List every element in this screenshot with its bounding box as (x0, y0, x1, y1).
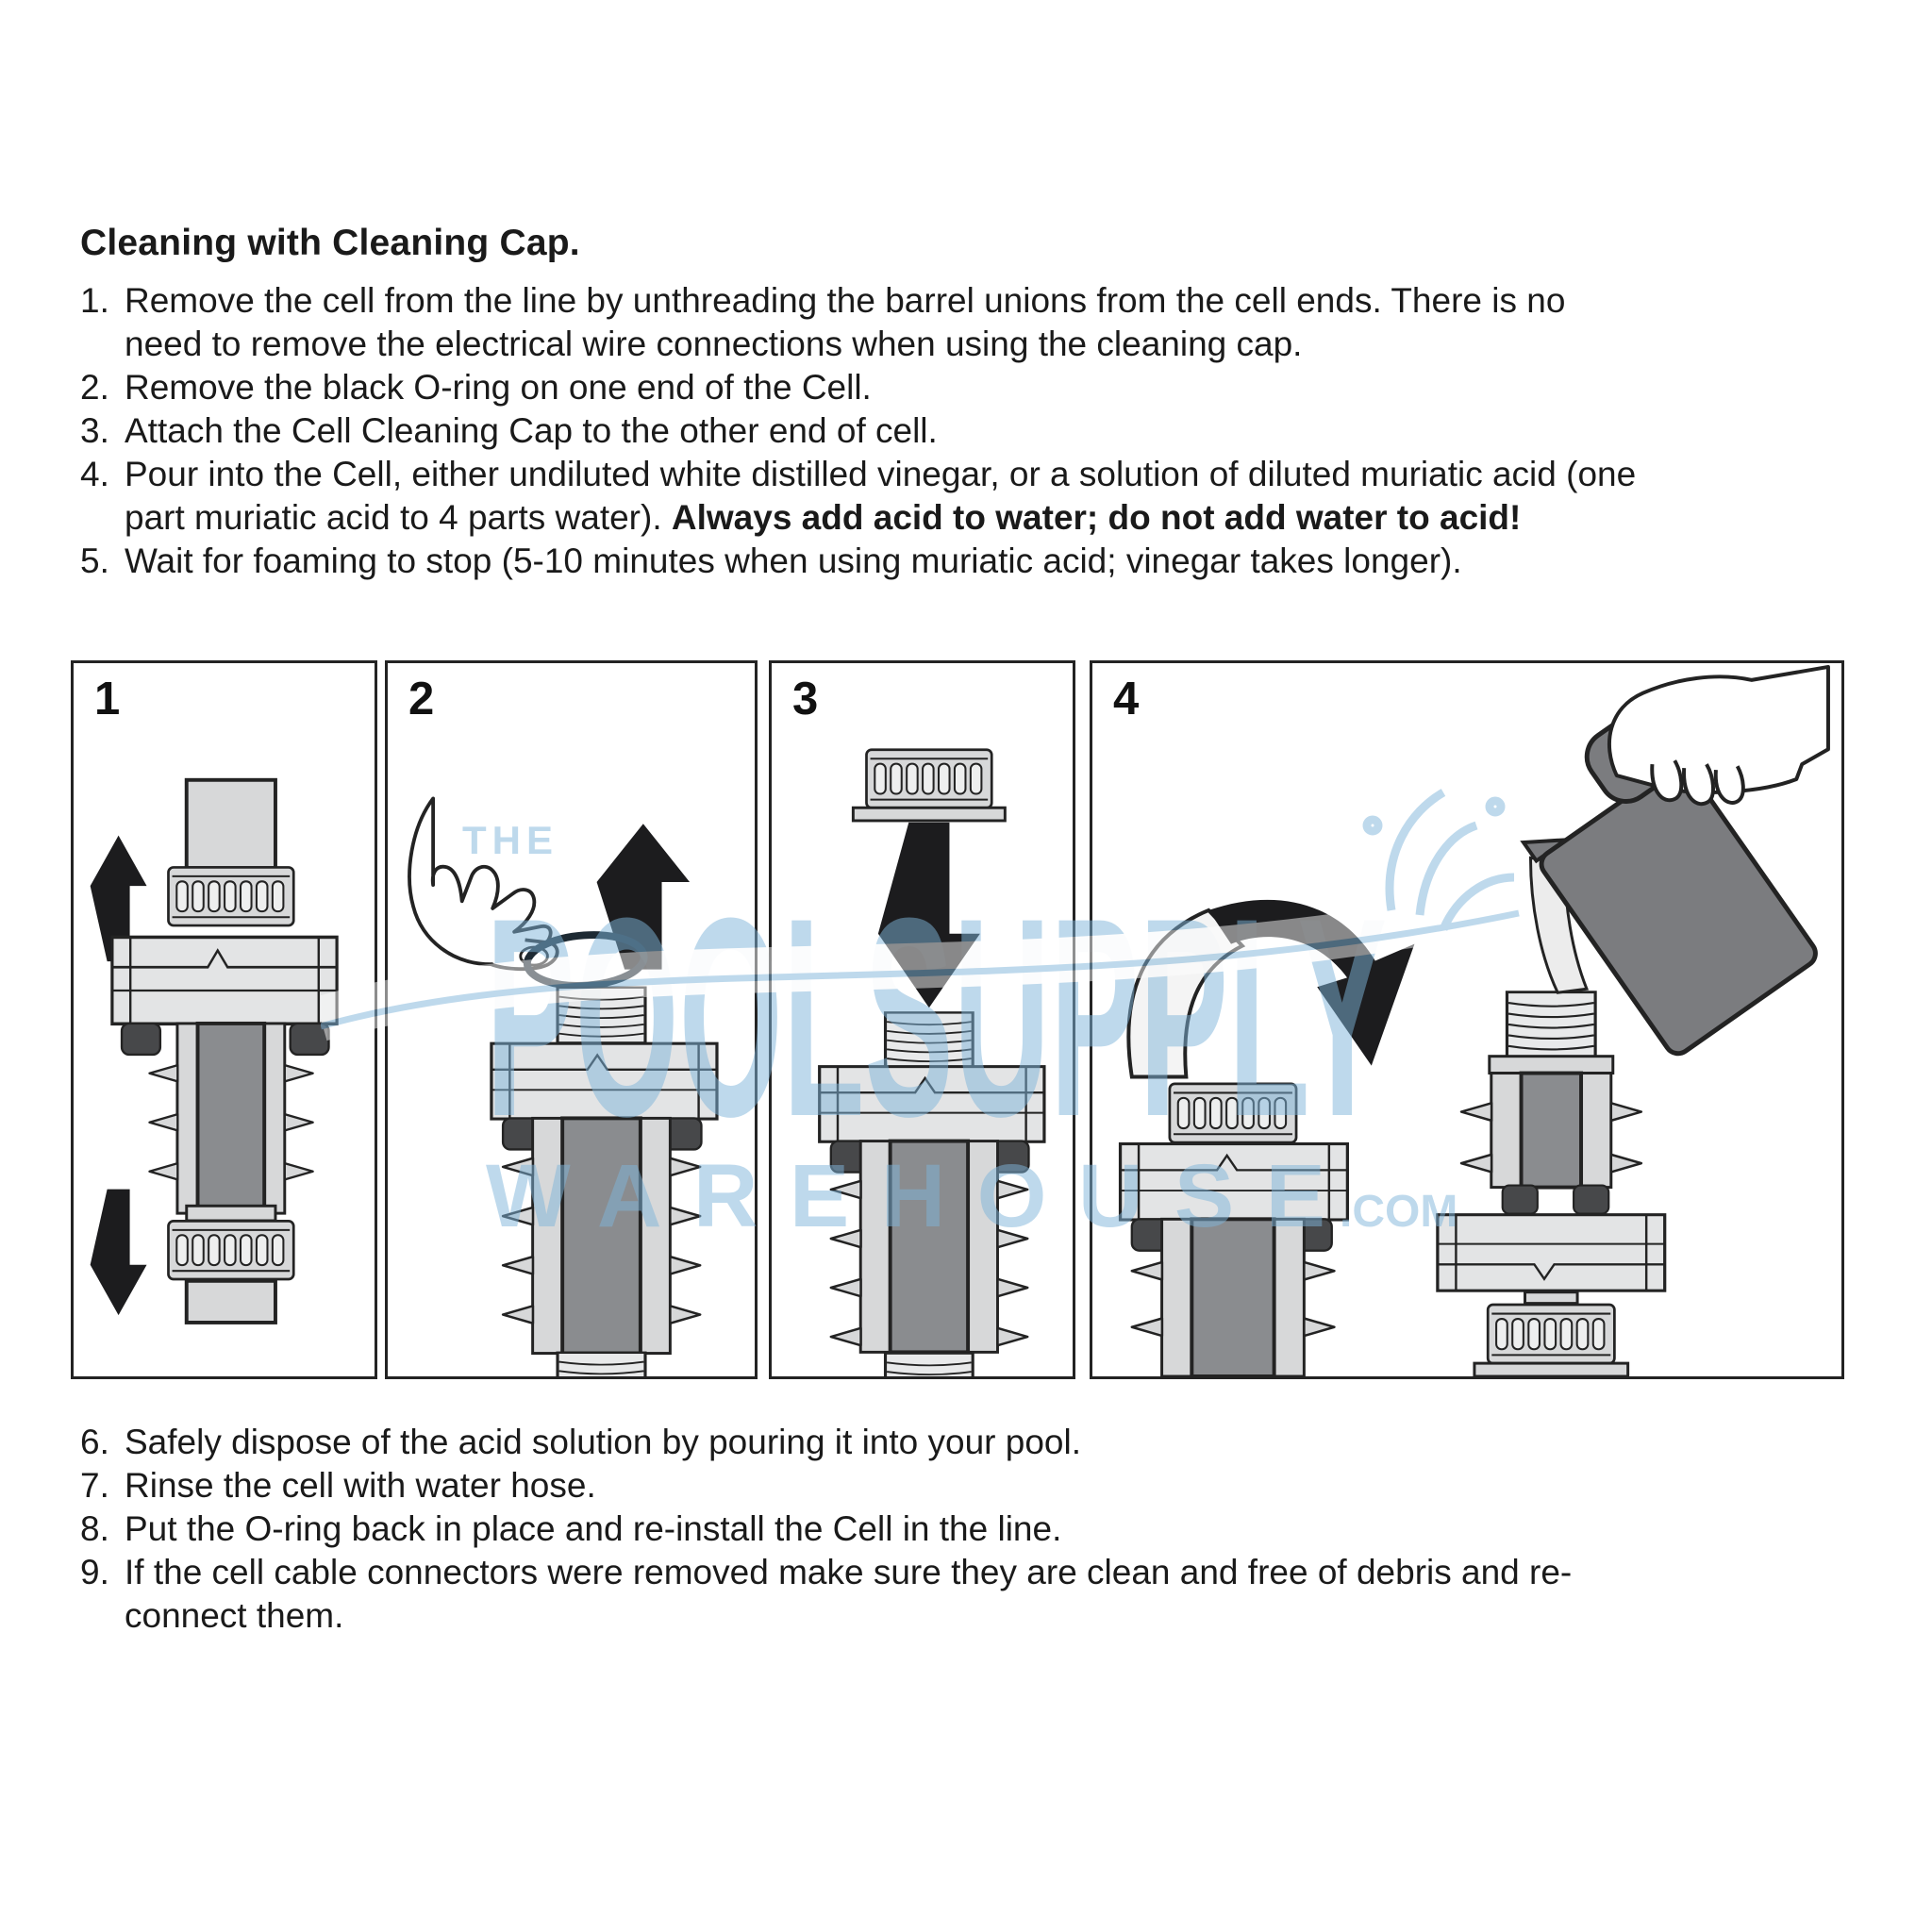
step-text: Safely dispose of the acid solution by p… (125, 1423, 1082, 1461)
rotate-arrow-icon (1208, 899, 1415, 1066)
figure-panel-2: 2 (385, 660, 758, 1379)
step-4: 4. Pour into the Cell, either undiluted … (80, 453, 1901, 540)
step-number: 4. (80, 455, 109, 493)
cleaning-cap-icon (865, 748, 993, 809)
hand-icon (408, 796, 559, 972)
threaded-cell-end-icon (883, 1352, 974, 1376)
barrel-union-icon (167, 866, 295, 927)
step-9: 9. If the cell cable connectors were rem… (80, 1551, 1901, 1638)
instruction-list-bottom: 6. Safely dispose of the acid solution b… (80, 1421, 1901, 1638)
step-number: 3. (80, 411, 109, 450)
step-1: 1. Remove the cell from the line by unth… (80, 279, 1901, 366)
step-number: 5. (80, 541, 109, 580)
down-arrow-icon (877, 822, 980, 1008)
step-2: 2. Remove the black O-ring on one end of… (80, 366, 1901, 409)
step-text: Pour into the Cell, either undiluted whi… (125, 455, 1637, 537)
panel-4-illustration (1118, 664, 1830, 1376)
pouring-hand-icon (1607, 664, 1830, 807)
panel-1-illustration (90, 777, 339, 1324)
figure-panel-4: 4 (1090, 660, 1844, 1379)
step-text: Put the O-ring back in place and re-inst… (125, 1509, 1062, 1548)
figure-panel-1: 1 (71, 660, 377, 1379)
screw-ribbon (1126, 908, 1246, 1079)
figure-panel-3: 3 (769, 660, 1075, 1379)
panel-number: 4 (1113, 674, 1140, 724)
step-text: Remove the cell from the line by unthrea… (125, 281, 1566, 363)
threaded-cell-end-icon (1505, 991, 1597, 1058)
step-text: Wait for foaming to stop (5-10 minutes w… (125, 541, 1462, 580)
panel-number: 2 (408, 674, 435, 724)
instruction-list-top: 1. Remove the cell from the line by unth… (80, 279, 1901, 583)
threaded-cell-end-icon (556, 1351, 647, 1376)
down-arrow-icon (90, 1189, 147, 1316)
panel-number: 3 (792, 674, 819, 724)
step-text: Rinse the cell with water hose. (125, 1466, 596, 1505)
step-number: 1. (80, 281, 109, 320)
barrel-union-icon (1486, 1303, 1616, 1365)
step-7: 7. Rinse the cell with water hose. (80, 1464, 1901, 1507)
step-text: Remove the black O-ring on one end of th… (125, 368, 872, 407)
panel-3-illustration (818, 748, 1046, 1376)
cleaning-cap-icon (1168, 1082, 1298, 1144)
panel-number: 1 (94, 674, 121, 724)
step-5: 5. Wait for foaming to stop (5-10 minute… (80, 540, 1901, 583)
cleaning-cap-flange (851, 806, 1007, 823)
section-title: Cleaning with Cleaning Cap. (80, 223, 580, 263)
step-number: 6. (80, 1423, 109, 1461)
warning-text: Always add acid to water; do not add wat… (671, 498, 1522, 537)
barrel-union-icon (167, 1220, 295, 1281)
panel-2-illustration (408, 796, 719, 1376)
step-3: 3. Attach the Cell Cleaning Cap to the o… (80, 409, 1901, 453)
threaded-cell-end-icon (556, 986, 647, 1044)
step-6: 6. Safely dispose of the acid solution b… (80, 1421, 1901, 1464)
step-number: 8. (80, 1509, 109, 1548)
step-text: Attach the Cell Cleaning Cap to the othe… (125, 411, 938, 450)
step-number: 9. (80, 1553, 109, 1591)
step-8: 8. Put the O-ring back in place and re-i… (80, 1507, 1901, 1551)
threaded-cell-end-icon (883, 1010, 974, 1070)
step-number: 2. (80, 368, 109, 407)
step-number: 7. (80, 1466, 109, 1505)
step-text: If the cell cable connectors were remove… (125, 1553, 1573, 1635)
